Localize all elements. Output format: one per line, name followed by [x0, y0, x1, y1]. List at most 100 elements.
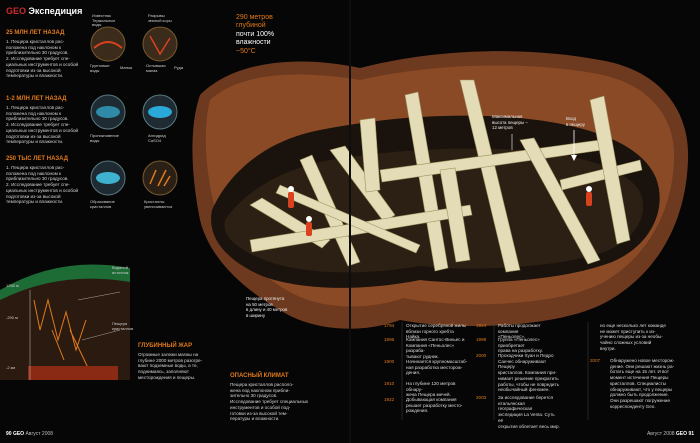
diagram-label: Магма — [120, 65, 133, 70]
ore-veins — [33, 298, 91, 373]
geo-logo: GEO — [6, 6, 27, 16]
depth-callout: 290 метров глубиной почти 100% влажности… — [236, 14, 274, 56]
timeline-year: 1922 — [384, 397, 395, 402]
danger-text: Пещера кристаллов располо-жена под накло… — [230, 382, 309, 422]
diagram-label: Руда — [174, 65, 184, 70]
footer-brand: GEO — [12, 431, 25, 437]
section-header: GEO Экспедиция — [6, 6, 82, 16]
magma-chamber — [28, 366, 118, 380]
cross-section — [0, 264, 130, 380]
timeline-year: 1910 — [384, 381, 395, 386]
subsurface-layer — [0, 278, 130, 380]
diagram-magma — [93, 41, 123, 49]
temperature-line: ~50°C — [236, 47, 256, 55]
depth-line: глубиной — [236, 22, 266, 30]
footer-left: 90 GEO Август 2008 — [6, 431, 54, 438]
depth-label: 1265 м — [6, 283, 19, 288]
footer-date: Август 2008 — [25, 431, 54, 437]
diagram-crystal-strokes — [149, 169, 171, 187]
depth-label: -2 км — [6, 365, 16, 370]
diagram-crystal-grow — [142, 160, 178, 196]
timeline-entry: Начинается крупномасштаб-ная разработка … — [406, 359, 468, 376]
timeline-year: 1900 — [384, 359, 395, 364]
timeline-entry: Работы продолжает компания«Пеньолес». — [498, 323, 541, 340]
humidity-line: влажности — [236, 39, 271, 47]
crystal-beam — [275, 184, 421, 254]
timeline-year: 2000 — [476, 353, 487, 358]
era-paragraph: 1. Пещера кристаллов рас-положена под на… — [6, 39, 79, 79]
label-leader — [77, 291, 121, 301]
section-name: Экспедиция — [28, 6, 83, 16]
timeline-year: 2003 — [476, 395, 487, 400]
era-heading: 250 ТЫС ЛЕТ НАЗАД — [6, 156, 69, 162]
depth-label: -290 м — [6, 315, 18, 320]
explorer-figure — [288, 192, 294, 208]
page-number: 91 — [688, 431, 694, 437]
crystal-beam — [439, 167, 471, 263]
diagram-anhydrite-pool — [148, 106, 172, 118]
danger-title: ОПАСНЫЙ КЛИМАТ — [230, 373, 289, 379]
crystal-beam — [329, 145, 396, 223]
timeline-entry: На глубине 120 метров обнару-жена Пещера… — [406, 381, 456, 398]
crystal-beam — [519, 137, 601, 265]
geology-diagrams — [90, 26, 178, 196]
page-gutter — [349, 0, 351, 443]
explorer-helmet — [586, 186, 592, 192]
hot-core-title: ГЛУБИННЫЙ ЖАР — [138, 343, 193, 349]
timeline-year: 1794 — [384, 323, 395, 328]
era-heading: 1-2 МЛН ЛЕТ НАЗАД — [6, 96, 67, 102]
timeline-entry: Обнаружено новое месторож-дение. Они реш… — [610, 358, 675, 409]
explorer-figure — [586, 192, 592, 206]
footer-brand: GEO — [675, 431, 688, 437]
crystal-beam — [589, 95, 631, 245]
footer-right: Август 2008 GEO 91 — [646, 431, 694, 438]
era-paragraph: 1. Пещера кристаллов рас-положена под на… — [6, 165, 79, 205]
crystal-beam — [459, 79, 521, 273]
diagram-crystal-pool — [96, 172, 120, 184]
label-leader — [81, 329, 121, 341]
explorer-helmet — [288, 186, 294, 192]
timeline-year: 2007 — [590, 358, 601, 363]
explorer-helmet — [306, 216, 312, 222]
depth-line: 290 метров — [236, 14, 273, 21]
footer-date: Август 2008 — [646, 431, 675, 437]
entrance-arrowhead — [571, 155, 577, 161]
humidity-line: почти 100% — [236, 30, 275, 38]
diagram-fracture — [149, 35, 171, 56]
diagram-crust — [142, 26, 178, 62]
era-heading: 25 МЛН ЛЕТ НАЗАД — [6, 30, 65, 36]
timeline-year: 1896 — [384, 337, 395, 342]
timeline-year: 1998 — [476, 337, 487, 342]
diagram-water-pool — [96, 106, 120, 118]
explorers — [288, 186, 592, 236]
era-paragraph: 1. Пещера кристаллов рас-положена под на… — [6, 105, 79, 145]
page-number: 90 — [6, 431, 12, 437]
crystal-beam — [359, 117, 381, 193]
diagram-limestone — [90, 26, 126, 62]
explorer-figure — [306, 222, 312, 236]
timeline-year: 1924 — [476, 323, 487, 328]
